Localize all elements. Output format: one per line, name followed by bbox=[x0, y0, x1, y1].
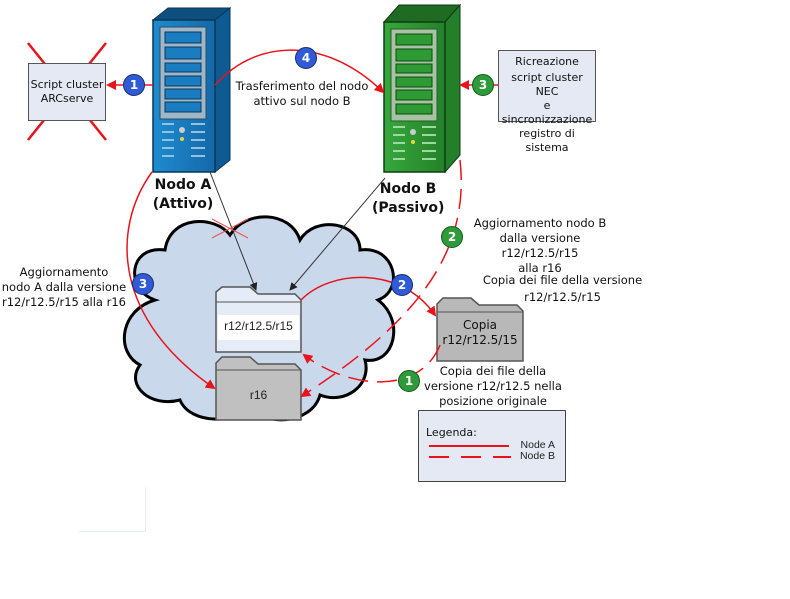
restore-line-2: versione r12/r12.5 nella bbox=[424, 379, 562, 393]
update-b-annotation: Aggiornamento nodo B dalla versione r12/… bbox=[460, 216, 620, 276]
ricreazione-line-1: script cluster NEC bbox=[511, 71, 583, 98]
legend-item-node-a: Node A bbox=[429, 439, 561, 453]
arrow-step-a2 bbox=[300, 276, 437, 317]
node-a-label: Nodo A (Attivo) bbox=[148, 176, 218, 214]
update-b-line-2: dalla versione r12/r12.5/r15 bbox=[499, 231, 581, 260]
script-arcserve-line-2: ARCserve bbox=[40, 92, 94, 105]
step-badge-b3: 3 bbox=[472, 74, 494, 96]
faint-outline-artifact bbox=[79, 487, 146, 532]
step-badge-b1: 1 bbox=[398, 370, 420, 392]
copy-files-annotation: Copia dei file della versione r12/r12.5/… bbox=[470, 273, 655, 305]
update-a-line-3: r12/r12.5/r15 alla r16 bbox=[2, 295, 126, 309]
step-badge-a4: 4 bbox=[295, 47, 317, 69]
folder-new-version-label: r16 bbox=[249, 388, 268, 402]
node-a-state: (Attivo) bbox=[152, 196, 214, 212]
legend-label-node-a: Node A bbox=[520, 439, 555, 451]
folder-copy bbox=[436, 297, 524, 362]
transfer-line-1: Trasferimento del nodo bbox=[235, 79, 369, 93]
folder-new-version bbox=[215, 356, 302, 421]
node-a-server bbox=[151, 6, 232, 174]
node-b-link-line bbox=[289, 177, 386, 291]
transfer-annotation: Trasferimento del nodo attivo sul nodo B bbox=[232, 79, 372, 109]
legend: Legenda: Node A Node B bbox=[418, 410, 566, 482]
legend-label-node-b: Node B bbox=[519, 450, 555, 462]
legend-solid-line-icon bbox=[429, 445, 509, 447]
arrow-step-a4 bbox=[214, 49, 385, 94]
step-badge-b2: 2 bbox=[441, 226, 463, 248]
step-badge-a2: 2 bbox=[391, 274, 413, 296]
node-b-name: Nodo B bbox=[379, 181, 437, 197]
ricreazione-title: Ricreazione bbox=[515, 55, 579, 68]
arrow-step-a3 bbox=[126, 171, 216, 390]
broken-link-x-icon bbox=[211, 218, 249, 239]
arrow-step-b1 bbox=[302, 344, 441, 383]
step-badge-a3: 3 bbox=[132, 273, 154, 295]
arrow-step-b2 bbox=[300, 159, 462, 398]
restore-line-3: posizione originale bbox=[439, 394, 547, 408]
folder-old-version-label: r12/r12.5/r15 bbox=[224, 319, 293, 333]
copy-files-line-2: r12/r12.5/r15 bbox=[524, 290, 601, 304]
script-arcserve-box: Script cluster ARCserve bbox=[28, 63, 106, 121]
update-b-line-3: alla r16 bbox=[518, 261, 562, 275]
folder-copy-line-2: r12/r12.5/15 bbox=[442, 333, 518, 347]
update-a-line-2: nodo A dalla versione bbox=[1, 280, 127, 294]
node-b-label: Nodo B (Passivo) bbox=[372, 180, 444, 218]
update-b-line-1: Aggiornamento nodo B bbox=[473, 216, 607, 230]
script-arcserve-line-1: Script cluster bbox=[30, 78, 104, 91]
legend-item-node-b: Node B bbox=[429, 450, 561, 464]
folder-copy-line-1: Copia bbox=[462, 318, 498, 332]
node-b-server bbox=[382, 3, 462, 174]
folder-old-version bbox=[215, 286, 302, 353]
ricreazione-box: Ricreazione script cluster NEC e sincron… bbox=[498, 50, 596, 154]
legend-dashed-line-icon bbox=[429, 456, 511, 458]
folder-copy-label: Copia r12/r12.5/15 bbox=[437, 318, 523, 348]
transfer-line-2: attivo sul nodo B bbox=[253, 94, 351, 108]
update-a-line-1: Aggiornamento bbox=[19, 265, 109, 279]
legend-title: Legenda: bbox=[426, 426, 477, 439]
node-a-name: Nodo A bbox=[154, 177, 212, 193]
ricreazione-line-2: e sincronizzazione bbox=[501, 99, 593, 126]
copy-files-line-1: Copia dei file della versione bbox=[482, 273, 643, 287]
step-badge-a1: 1 bbox=[123, 74, 145, 96]
restore-annotation: Copia dei file della versione r12/r12.5 … bbox=[418, 364, 568, 409]
ricreazione-line-3: registro di sistema bbox=[519, 127, 575, 154]
node-a-link-line bbox=[209, 171, 258, 291]
restore-line-1: Copia dei file della bbox=[439, 364, 547, 378]
update-a-annotation: Aggiornamento nodo A dalla versione r12/… bbox=[0, 265, 128, 310]
node-b-state: (Passivo) bbox=[372, 200, 445, 216]
